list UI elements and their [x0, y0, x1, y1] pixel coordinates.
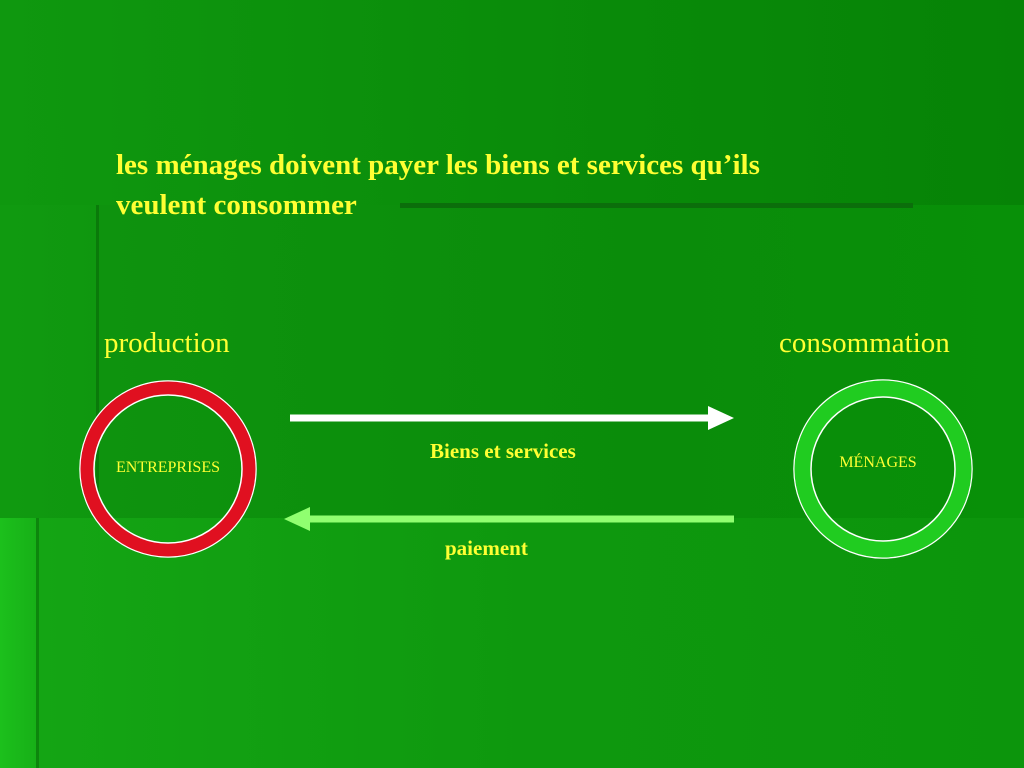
- production-label: production: [104, 327, 230, 359]
- entreprises-label: ENTREPRISES: [115, 459, 220, 476]
- entreprises-ring: [79, 380, 257, 558]
- slide-title-line-1: les ménages doivent payer les biens et s…: [116, 149, 760, 181]
- background-left-strip: [0, 518, 36, 768]
- goods-flow-arrow: [290, 406, 734, 430]
- title-underline-rule: [400, 203, 913, 208]
- menages-ring: [793, 379, 973, 559]
- payment-flow-label: paiement: [445, 536, 528, 560]
- consommation-label: consommation: [779, 327, 950, 359]
- goods-flow-label: Biens et services: [430, 439, 576, 463]
- slide-title-line-2: veulent consommer: [116, 189, 357, 221]
- menages-label: MÉNAGES: [839, 454, 917, 471]
- entreprises-ring-band: [80, 381, 256, 557]
- background-top-band: [0, 0, 1024, 205]
- background-lower-panel: [36, 518, 1024, 768]
- payment-flow-arrow: [284, 507, 734, 531]
- slide-title: les ménages doivent payer les biens et s…: [116, 145, 916, 225]
- menages-ring-band: [794, 380, 972, 558]
